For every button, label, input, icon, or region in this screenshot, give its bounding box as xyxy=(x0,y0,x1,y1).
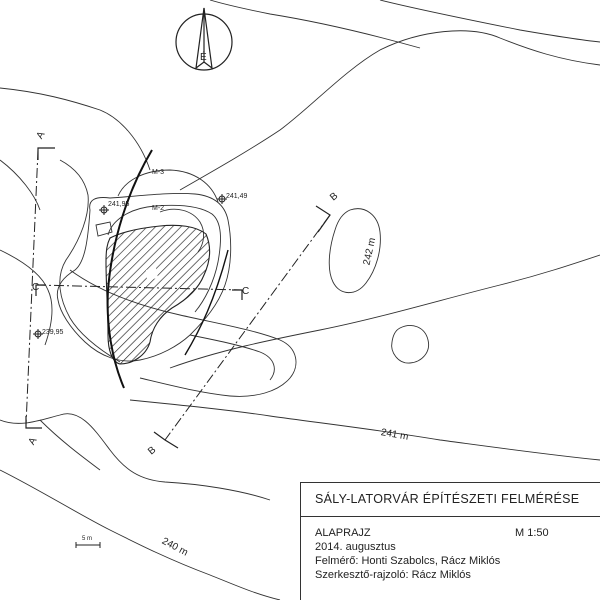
contour-line xyxy=(209,0,421,49)
section-marker-c-right xyxy=(232,289,243,300)
wall-m2 xyxy=(107,204,221,313)
survey-date: 2014. augusztus xyxy=(315,541,396,553)
drawing-name: ALAPRAJZ xyxy=(315,527,371,539)
terrace-outline-inner xyxy=(189,334,275,381)
contour-small-oval xyxy=(391,325,430,364)
contour-line xyxy=(129,399,600,461)
point-label: 241,95 xyxy=(108,201,130,208)
section-line-b xyxy=(164,214,331,441)
cut-line-bold xyxy=(106,149,153,389)
cut-line-right xyxy=(184,249,229,356)
hatched-wall-remains xyxy=(105,224,211,365)
section-letter-b-top: B xyxy=(328,190,340,203)
title-block: SÁLY-LATORVÁR ÉPÍTÉSZETI FELMÉRÉSE ALAPR… xyxy=(300,482,600,600)
section-letter-c-right: C xyxy=(242,286,249,297)
drawing-scale: M 1:50 xyxy=(515,527,549,539)
section-line-c xyxy=(35,284,243,291)
contour-line xyxy=(0,469,281,600)
contour-label-242: 242 m xyxy=(362,237,379,266)
section-marker-c-left xyxy=(35,284,46,296)
section-marker-a-top xyxy=(37,147,55,160)
section-letter-c-left: C xyxy=(32,282,39,293)
contour-line xyxy=(59,159,121,363)
scale-bar xyxy=(75,542,101,548)
title-block-title: SÁLY-LATORVÁR ÉPÍTÉSZETI FELMÉRÉSE xyxy=(301,483,600,517)
survey-point-icon xyxy=(217,194,227,204)
survey-point-icon xyxy=(99,205,109,215)
point-label: 239,95 xyxy=(42,329,64,336)
contour-line xyxy=(169,254,600,369)
contour-label-241: 241 m xyxy=(380,427,409,443)
north-letter: É xyxy=(200,50,207,63)
section-marker-b-bottom xyxy=(153,431,179,449)
contour-line xyxy=(0,413,271,501)
north-arrow-icon xyxy=(175,7,233,71)
section-letter-a-top: A xyxy=(35,129,48,141)
wall-label-m2: M-2 xyxy=(152,205,164,212)
wall-label-m3: M-3 xyxy=(152,169,164,176)
section-letter-b-bottom: B xyxy=(146,444,158,457)
contour-line xyxy=(39,419,101,471)
survey-point-icon xyxy=(33,329,43,339)
editor: Szerkesztő-rajzoló: Rácz Miklós xyxy=(315,569,471,581)
contour-line xyxy=(0,159,41,211)
section-letter-a-bottom: A xyxy=(27,435,40,447)
wall-m3 xyxy=(117,169,219,203)
wall-break xyxy=(146,268,158,280)
contour-label-240: 240 m xyxy=(160,536,190,559)
surveyors: Felmérő: Honti Szabolcs, Rácz Miklós xyxy=(315,555,501,567)
section-marker-b-top xyxy=(315,205,331,233)
contour-line xyxy=(379,0,600,43)
contour-line xyxy=(0,87,151,171)
section-line-a xyxy=(25,149,39,426)
contour-line xyxy=(179,30,600,191)
inner-ledge xyxy=(95,221,113,237)
contour-line xyxy=(0,249,53,346)
contour-242-oval xyxy=(328,208,381,294)
point-label: 241,49 xyxy=(226,193,248,200)
scale-bar-label: 5 m xyxy=(82,536,92,542)
section-marker-a-bottom xyxy=(25,416,42,429)
